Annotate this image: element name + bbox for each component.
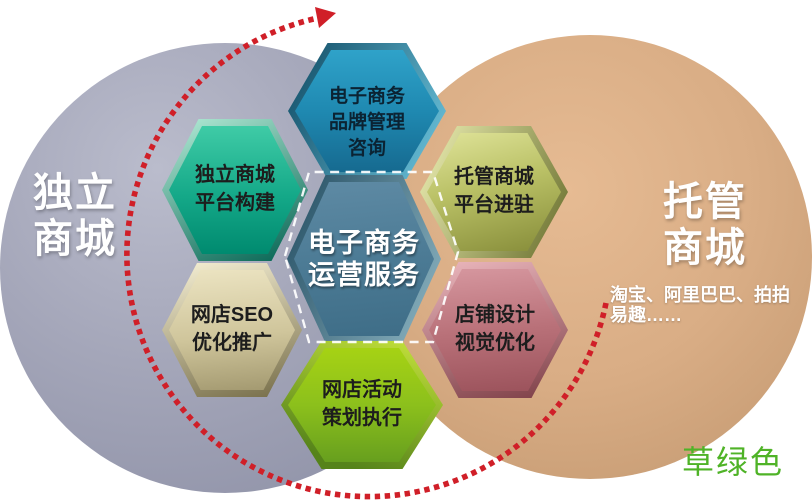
hexagon-face: 店铺设计 视觉优化 xyxy=(429,269,561,391)
hexagon-face: 网店SEO 优化推广 xyxy=(169,270,295,390)
hexagon-seo-promotion-label: 网店SEO 优化推广 xyxy=(190,304,274,354)
hexagon-independent-platform-label: 独立商城 平台构建 xyxy=(195,164,275,214)
hexagon-face: 独立商城 平台构建 xyxy=(169,126,301,254)
hexagon-brand-consulting-label: 电子商务 品牌管理 咨询 xyxy=(328,85,405,160)
hexagon-face: 托管商城 平台进驻 xyxy=(427,133,561,251)
right-circle-title: 托管 商城 xyxy=(663,180,747,270)
hexagon-face: 电子商务 运营服务 xyxy=(294,182,434,336)
hexagon-core-service-label: 电子商务 运营服务 xyxy=(308,227,420,290)
right-circle-platforms: 淘宝、阿里巴巴、拍拍 易趣…… xyxy=(610,285,790,326)
arrow-head-icon xyxy=(315,7,336,28)
hexagon-hosted-platform-label: 托管商城 平台进驻 xyxy=(454,166,534,216)
hexagon-face: 电子商务 品牌管理 咨询 xyxy=(295,50,439,172)
hexagon-shop-design-label: 店铺设计 视觉优化 xyxy=(455,304,535,354)
grass-green-note: 草绿色 xyxy=(682,444,785,480)
hexagon-face: 网店活动 策划执行 xyxy=(288,348,436,462)
left-circle-title: 独立 商城 xyxy=(33,171,117,261)
hexagon-activity-planning-label: 网店活动 策划执行 xyxy=(322,379,402,429)
